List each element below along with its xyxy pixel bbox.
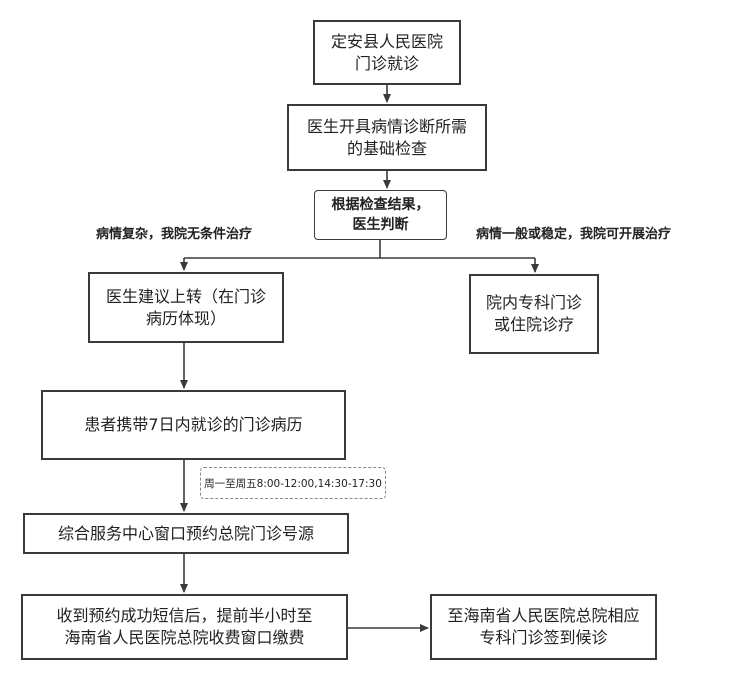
node-bring-record-text: 患者携带7日内就诊的门诊病历 <box>84 415 303 434</box>
node-checkin-text: 至海南省人民医院总院相应 专科门诊签到候诊 <box>447 606 640 647</box>
node-judge: 根据检查结果， 医生判断 <box>314 190 447 240</box>
node-book-text: 综合服务中心窗口预约总院门诊号源 <box>57 523 314 543</box>
node-basic-exam-text: 医生开具病情诊断所需 的基础检查 <box>306 116 467 158</box>
node-checkin: 至海南省人民医院总院相应 专科门诊签到候诊 <box>430 594 657 660</box>
label-complex: 病情复杂，我院无条件治疗 <box>96 227 253 242</box>
node-judge-text: 根据检查结果， 医生判断 <box>331 197 430 233</box>
node-start: 定安县人民医院 门诊就诊 <box>313 20 461 85</box>
node-basic-exam: 医生开具病情诊断所需 的基础检查 <box>287 104 487 171</box>
label-stable: 病情一般或稳定，我院可开展治疗 <box>476 227 672 242</box>
node-refer: 医生建议上转（在门诊 病历体现） <box>88 272 284 343</box>
node-pay: 收到预约成功短信后，提前半小时至 海南省人民医院总院收费窗口缴费 <box>21 594 348 660</box>
node-local-treat-text: 院内专科门诊 或住院诊疗 <box>485 293 582 334</box>
node-book: 综合服务中心窗口预约总院门诊号源 <box>23 513 349 554</box>
node-bring-record: 患者携带7日内就诊的门诊病历 <box>41 390 346 460</box>
office-hours-note: 周一至周五8:00-12:00,14:30-17:30 <box>200 467 386 499</box>
node-start-text: 定安县人民医院 门诊就诊 <box>330 31 443 73</box>
node-pay-text: 收到预约成功短信后，提前半小时至 海南省人民医院总院收费窗口缴费 <box>56 606 313 647</box>
node-local-treat: 院内专科门诊 或住院诊疗 <box>469 274 599 354</box>
node-refer-text: 医生建议上转（在门诊 病历体现） <box>105 286 266 328</box>
